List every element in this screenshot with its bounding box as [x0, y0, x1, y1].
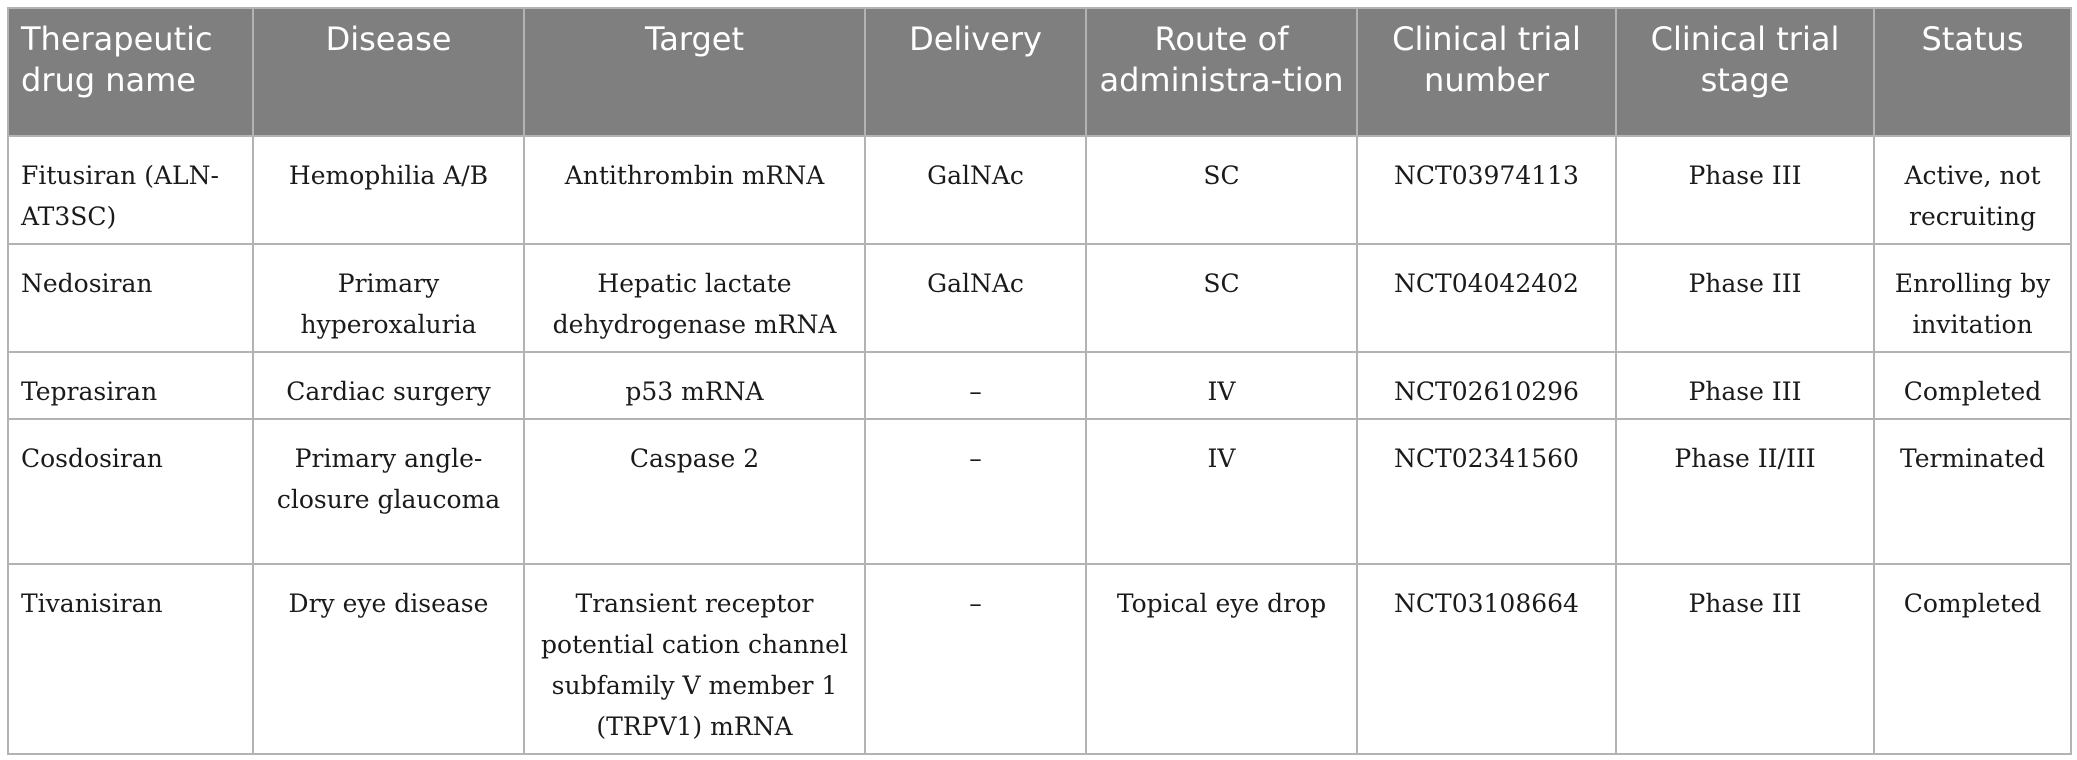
- cell-disease: Dry eye disease: [252, 563, 525, 755]
- cell-delivery: –: [864, 418, 1087, 565]
- cell-disease: Primary hyperoxaluria: [252, 243, 525, 353]
- table-row: Teprasiran Cardiac surgery p53 mRNA – IV…: [7, 351, 2072, 420]
- table-header-row: Therapeutic drug name Disease Target Del…: [7, 7, 2072, 137]
- cell-target: Transient receptor potential cation chan…: [523, 563, 866, 755]
- cell-route: Topical eye drop: [1085, 563, 1358, 755]
- cell-trial-stage: Phase II/III: [1615, 418, 1875, 565]
- cell-status: Active, not recruiting: [1873, 135, 2072, 245]
- cell-target: Caspase 2: [523, 418, 866, 565]
- table-row: Tivanisiran Dry eye disease Transient re…: [7, 563, 2072, 755]
- header-trial-number: Clinical trial number: [1356, 7, 1617, 137]
- cell-target: Hepatic lactate dehydrogenase mRNA: [523, 243, 866, 353]
- header-drug-name: Therapeutic drug name: [7, 7, 254, 137]
- cell-disease: Primary angle-closure glaucoma: [252, 418, 525, 565]
- cell-trial-number: NCT04042402: [1356, 243, 1617, 353]
- cell-status: Enrolling by invitation: [1873, 243, 2072, 353]
- cell-route: SC: [1085, 243, 1358, 353]
- table-row: Nedosiran Primary hyperoxaluria Hepatic …: [7, 243, 2072, 353]
- cell-drug-name: Teprasiran: [7, 351, 254, 420]
- cell-trial-stage: Phase III: [1615, 243, 1875, 353]
- cell-trial-number: NCT02610296: [1356, 351, 1617, 420]
- table-row: Fitusiran (ALN-AT3SC) Hemophilia A/B Ant…: [7, 135, 2072, 245]
- header-delivery: Delivery: [864, 7, 1087, 137]
- cell-drug-name: Tivanisiran: [7, 563, 254, 755]
- cell-drug-name: Nedosiran: [7, 243, 254, 353]
- header-target: Target: [523, 7, 866, 137]
- cell-status: Completed: [1873, 351, 2072, 420]
- cell-delivery: GalNAc: [864, 243, 1087, 353]
- header-route: Route of administra-tion: [1085, 7, 1358, 137]
- cell-route: IV: [1085, 418, 1358, 565]
- cell-trial-number: NCT03108664: [1356, 563, 1617, 755]
- cell-route: SC: [1085, 135, 1358, 245]
- header-disease: Disease: [252, 7, 525, 137]
- cell-status: Terminated: [1873, 418, 2072, 565]
- cell-drug-name: Cosdosiran: [7, 418, 254, 565]
- cell-drug-name: Fitusiran (ALN-AT3SC): [7, 135, 254, 245]
- header-route-label: Route of administra-tion: [1099, 20, 1344, 99]
- cell-delivery: GalNAc: [864, 135, 1087, 245]
- cell-status: Completed: [1873, 563, 2072, 755]
- cell-trial-number: NCT03974113: [1356, 135, 1617, 245]
- cell-trial-number: NCT02341560: [1356, 418, 1617, 565]
- cell-disease: Cardiac surgery: [252, 351, 525, 420]
- cell-route: IV: [1085, 351, 1358, 420]
- cell-disease: Hemophilia A/B: [252, 135, 525, 245]
- cell-trial-stage: Phase III: [1615, 563, 1875, 755]
- cell-target: p53 mRNA: [523, 351, 866, 420]
- cell-delivery: –: [864, 563, 1087, 755]
- table-row: Cosdosiran Primary angle-closure glaucom…: [7, 418, 2072, 565]
- cell-trial-stage: Phase III: [1615, 135, 1875, 245]
- cell-target: Antithrombin mRNA: [523, 135, 866, 245]
- cell-trial-stage: Phase III: [1615, 351, 1875, 420]
- header-status: Status: [1873, 7, 2072, 137]
- header-trial-stage: Clinical trial stage: [1615, 7, 1875, 137]
- cell-delivery: –: [864, 351, 1087, 420]
- clinical-trials-table: Therapeutic drug name Disease Target Del…: [7, 7, 2072, 755]
